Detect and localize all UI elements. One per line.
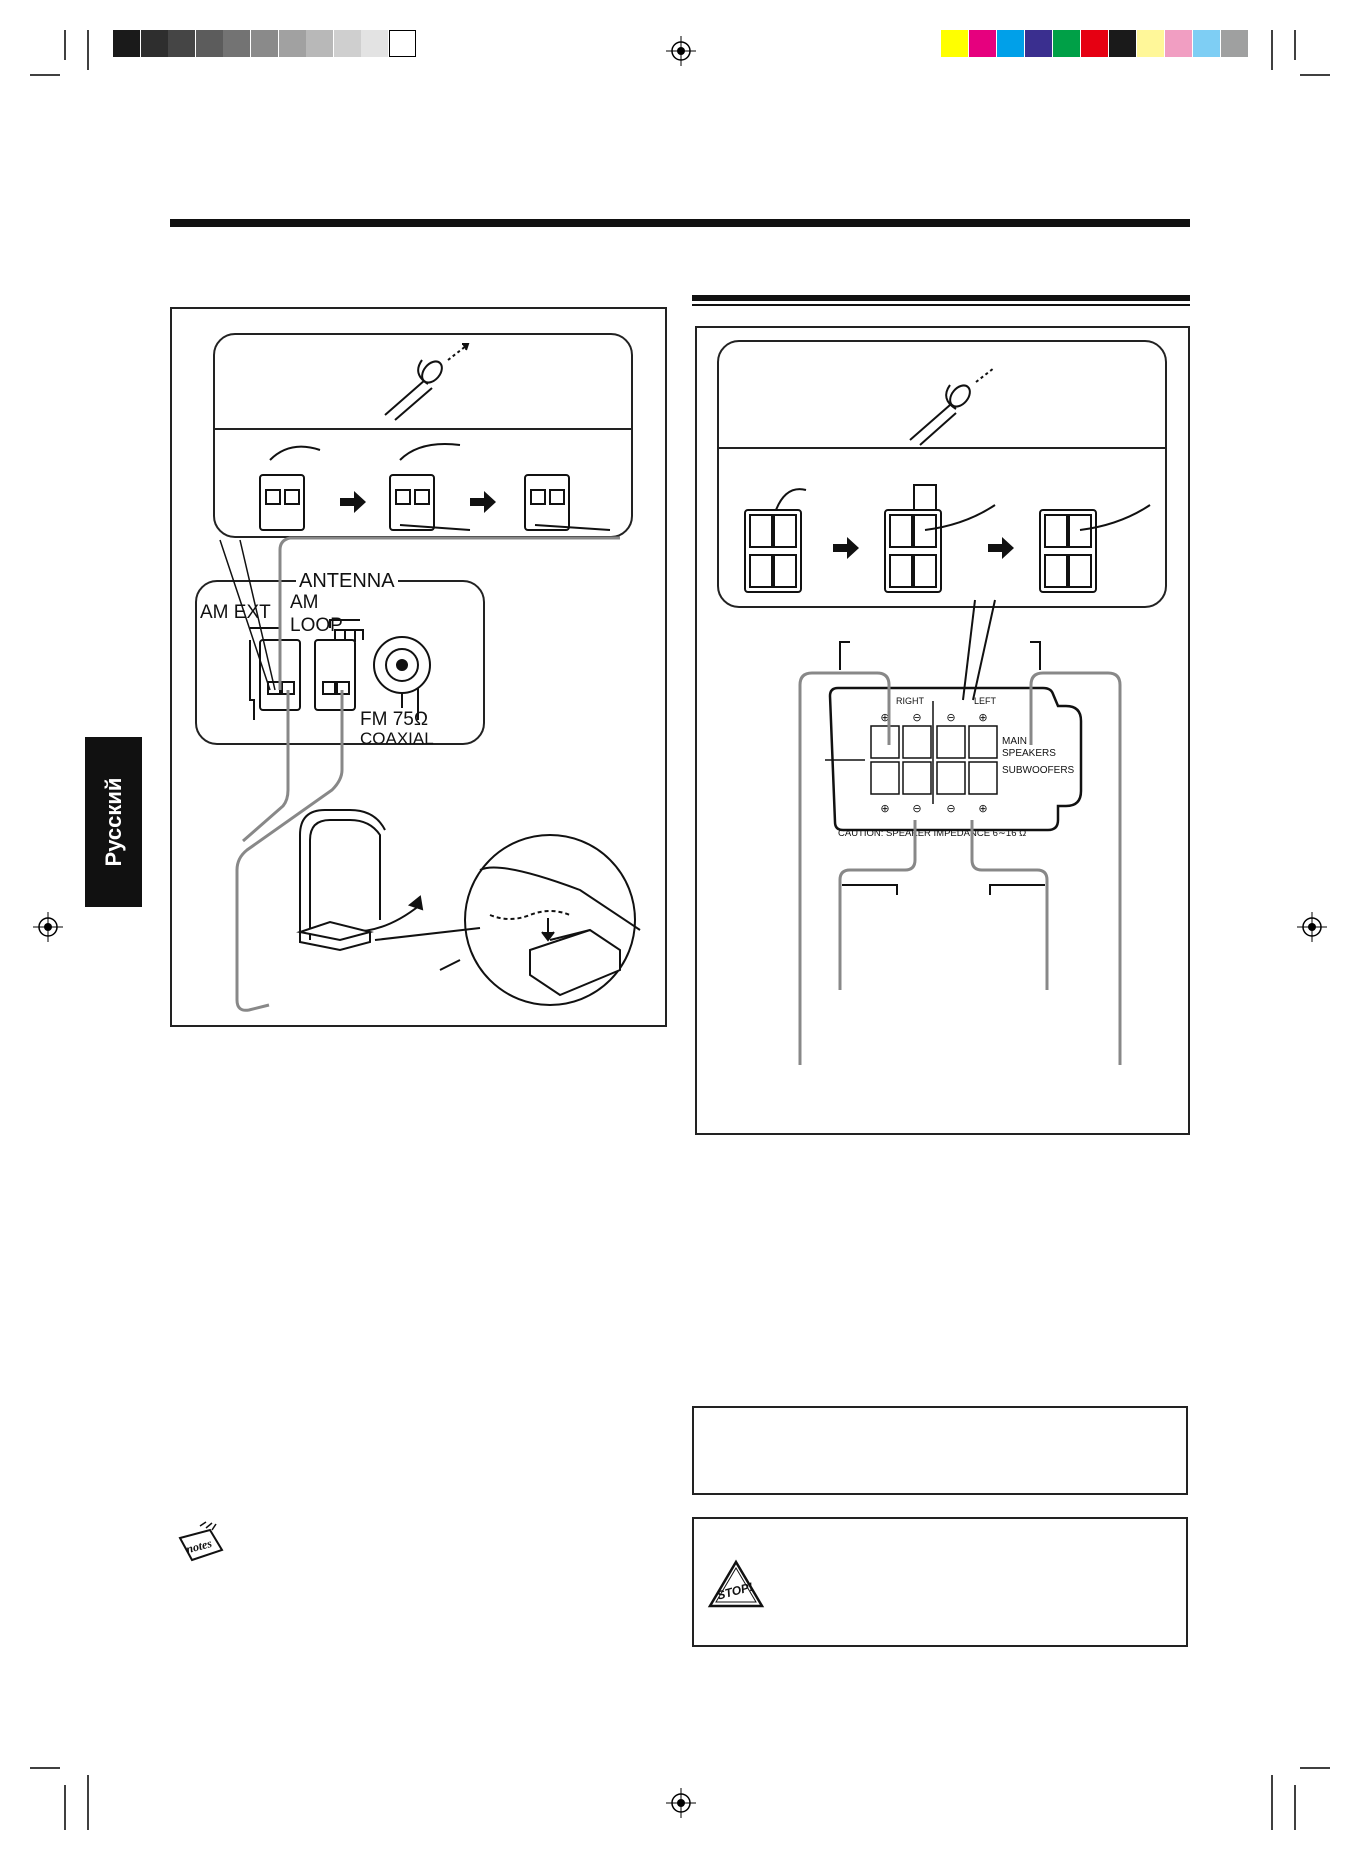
registration-target-icon	[33, 912, 63, 942]
grayscale-swatch	[113, 30, 140, 57]
color-swatch	[1081, 30, 1108, 57]
antenna-header-label: ANTENNA	[296, 571, 398, 591]
callout-divider	[213, 428, 633, 430]
svg-text:⊖: ⊖	[912, 711, 921, 724]
left-channel-label: LEFT	[974, 696, 997, 706]
section-rule	[692, 295, 1190, 301]
right-channel-label: RIGHT	[896, 696, 924, 706]
antenna-instruction-illustration	[259, 343, 611, 531]
section-rule-thin	[692, 304, 1190, 306]
color-swatch	[1221, 30, 1248, 57]
color-swatch	[1109, 30, 1136, 57]
grayscale-swatch	[195, 30, 223, 57]
registration-target-icon	[666, 36, 696, 66]
notes-icon: notes	[178, 1521, 224, 1562]
svg-text:⊕: ⊕	[978, 711, 987, 724]
speaker-instruction-illustration	[744, 367, 1151, 593]
loop-antenna-illustration	[296, 809, 641, 1006]
warning-box	[692, 1517, 1188, 1647]
language-tab: Русский	[85, 737, 142, 907]
info-box	[692, 1406, 1188, 1495]
speaker-terminal-panel: ⊕ ⊖ ⊖ ⊕ ⊕ ⊖ ⊖ ⊕	[825, 686, 1083, 832]
registration-target-icon	[1297, 912, 1327, 942]
grayscale-swatch	[223, 30, 251, 57]
language-tab-label: Русский	[100, 777, 126, 867]
color-swatch	[941, 30, 968, 57]
grayscale-swatch	[140, 30, 168, 57]
speaker-wires	[798, 599, 1122, 1065]
grayscale-swatch	[361, 30, 389, 57]
color-swatch	[997, 30, 1024, 57]
svg-text:⊖: ⊖	[946, 802, 955, 815]
impedance-caution-label: CAUTION: SPEAKER IMPEDANCE 6∼16 Ω	[838, 828, 1027, 839]
stop-icon: STOP!	[707, 1559, 765, 1608]
svg-text:⊖: ⊖	[946, 711, 955, 724]
color-swatch	[1137, 30, 1164, 57]
color-swatch	[969, 30, 996, 57]
main-speakers-label-2: SPEAKERS	[1002, 748, 1056, 759]
svg-text:⊕: ⊕	[880, 711, 889, 724]
svg-text:⊕: ⊕	[880, 802, 889, 815]
registration-target-icon	[666, 1788, 696, 1818]
subwoofers-label: SUBWOOFERS	[1002, 765, 1075, 776]
grayscale-swatch	[251, 30, 278, 57]
color-swatch	[1193, 30, 1220, 57]
svg-text:⊕: ⊕	[978, 802, 987, 815]
callout-divider	[717, 447, 1167, 449]
antenna-terminals-drawing	[219, 536, 620, 1012]
fm-75-ohm-label: FM 75Ω	[360, 709, 429, 730]
grayscale-swatch	[389, 30, 416, 57]
coaxial-label: COAXIAL	[360, 729, 434, 748]
grayscale-swatch	[278, 30, 306, 57]
grayscale-swatch	[306, 30, 334, 57]
color-swatch	[1165, 30, 1192, 57]
grayscale-swatch	[333, 30, 361, 57]
notes-icon-label: notes	[185, 1536, 214, 1556]
color-swatch	[1053, 30, 1080, 57]
main-speakers-label: MAIN	[1002, 736, 1027, 747]
am-label: AM	[290, 592, 319, 613]
svg-text:⊖: ⊖	[912, 802, 921, 815]
am-ext-label: AM EXT	[200, 602, 271, 623]
header-rule	[170, 219, 1190, 227]
color-swatch	[1025, 30, 1052, 57]
grayscale-swatch	[168, 30, 196, 57]
